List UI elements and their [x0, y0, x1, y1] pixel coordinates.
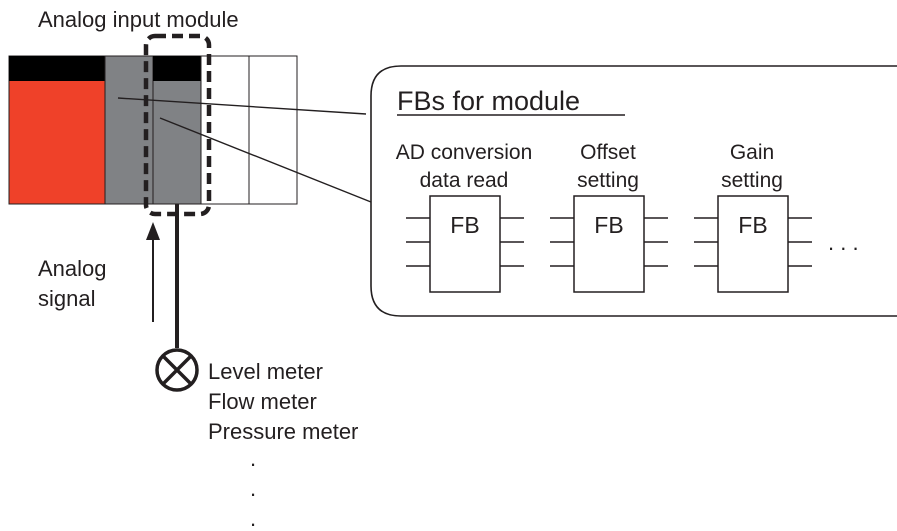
analog-module-top [153, 56, 201, 81]
callout-line-bottom [159, 117, 377, 205]
fb-box [717, 195, 789, 293]
fb-box [429, 195, 501, 293]
fb-continuation-dots: . . . [828, 230, 859, 255]
sensor-continuation-dot: . [250, 476, 256, 501]
fb-label: FB [450, 212, 479, 238]
fb-gain-setting: Gain setting FB [694, 141, 812, 293]
fb-label: FB [594, 212, 623, 238]
sensor-icon [155, 348, 199, 392]
panel-title: FBs for module [397, 86, 580, 116]
sensor-continuation-dot: . [250, 506, 256, 531]
cpu-unit-top [9, 56, 105, 81]
signal-arrow-head [146, 222, 160, 240]
sensor-continuation-dot: . [250, 446, 256, 471]
fb-caption-line1: Gain [730, 141, 774, 164]
fb-caption-line1: AD conversion [396, 141, 533, 164]
sensor-label-flow: Flow meter [208, 389, 317, 414]
plc-rack [8, 55, 298, 205]
signal-label-line2: signal [38, 286, 95, 311]
sensor-label-level: Level meter [208, 359, 323, 384]
callout-line-top [117, 97, 367, 115]
fb-caption-line2: data read [420, 169, 509, 192]
sensor-label-pressure: Pressure meter [208, 419, 358, 444]
fb-offset-setting: Offset setting FB [550, 141, 668, 293]
module-title: Analog input module [38, 7, 239, 32]
empty-slot [248, 55, 298, 205]
fb-caption-line1: Offset [580, 141, 636, 164]
fb-label: FB [738, 212, 767, 238]
fb-ad-conversion: AD conversion data read FB [396, 141, 533, 293]
sensor-cross-b [161, 354, 193, 386]
fb-caption-line2: setting [577, 169, 639, 192]
fb-caption-line2: setting [721, 169, 783, 192]
signal-label-line1: Analog [38, 256, 107, 281]
fb-box [573, 195, 645, 293]
